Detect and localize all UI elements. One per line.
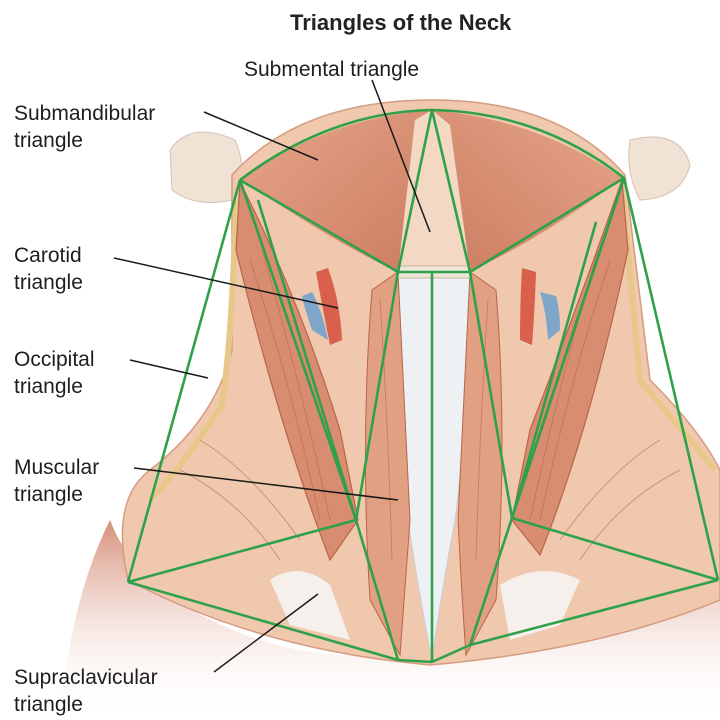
label-occipital-line-1: Occipital <box>14 346 95 373</box>
left-ear <box>170 132 242 202</box>
label-supraclavicular-line-1: Supraclavicular <box>14 664 158 691</box>
label-muscular-triangle: Muscular triangle <box>14 454 99 508</box>
label-supraclavicular-line-2: triangle <box>14 691 158 718</box>
label-occipital-line-2: triangle <box>14 373 95 400</box>
right-ear <box>629 137 690 200</box>
diagram-title: Triangles of the Neck <box>290 10 511 36</box>
label-submandibular-triangle: Submandibular triangle <box>14 100 155 154</box>
label-submental-line-1: Submental triangle <box>244 58 419 81</box>
label-supraclavicular-triangle: Supraclavicular triangle <box>14 664 158 718</box>
occipital-leader <box>130 360 208 378</box>
label-submandibular-line-1: Submandibular <box>14 100 155 127</box>
label-submandibular-line-2: triangle <box>14 127 155 154</box>
label-muscular-line-1: Muscular <box>14 454 99 481</box>
label-carotid-triangle: Carotid triangle <box>14 242 83 296</box>
label-carotid-line-2: triangle <box>14 269 83 296</box>
label-muscular-line-2: triangle <box>14 481 99 508</box>
label-occipital-triangle: Occipital triangle <box>14 346 95 400</box>
label-submental-triangle: Submental triangle <box>244 56 419 83</box>
label-carotid-line-1: Carotid <box>14 242 83 269</box>
